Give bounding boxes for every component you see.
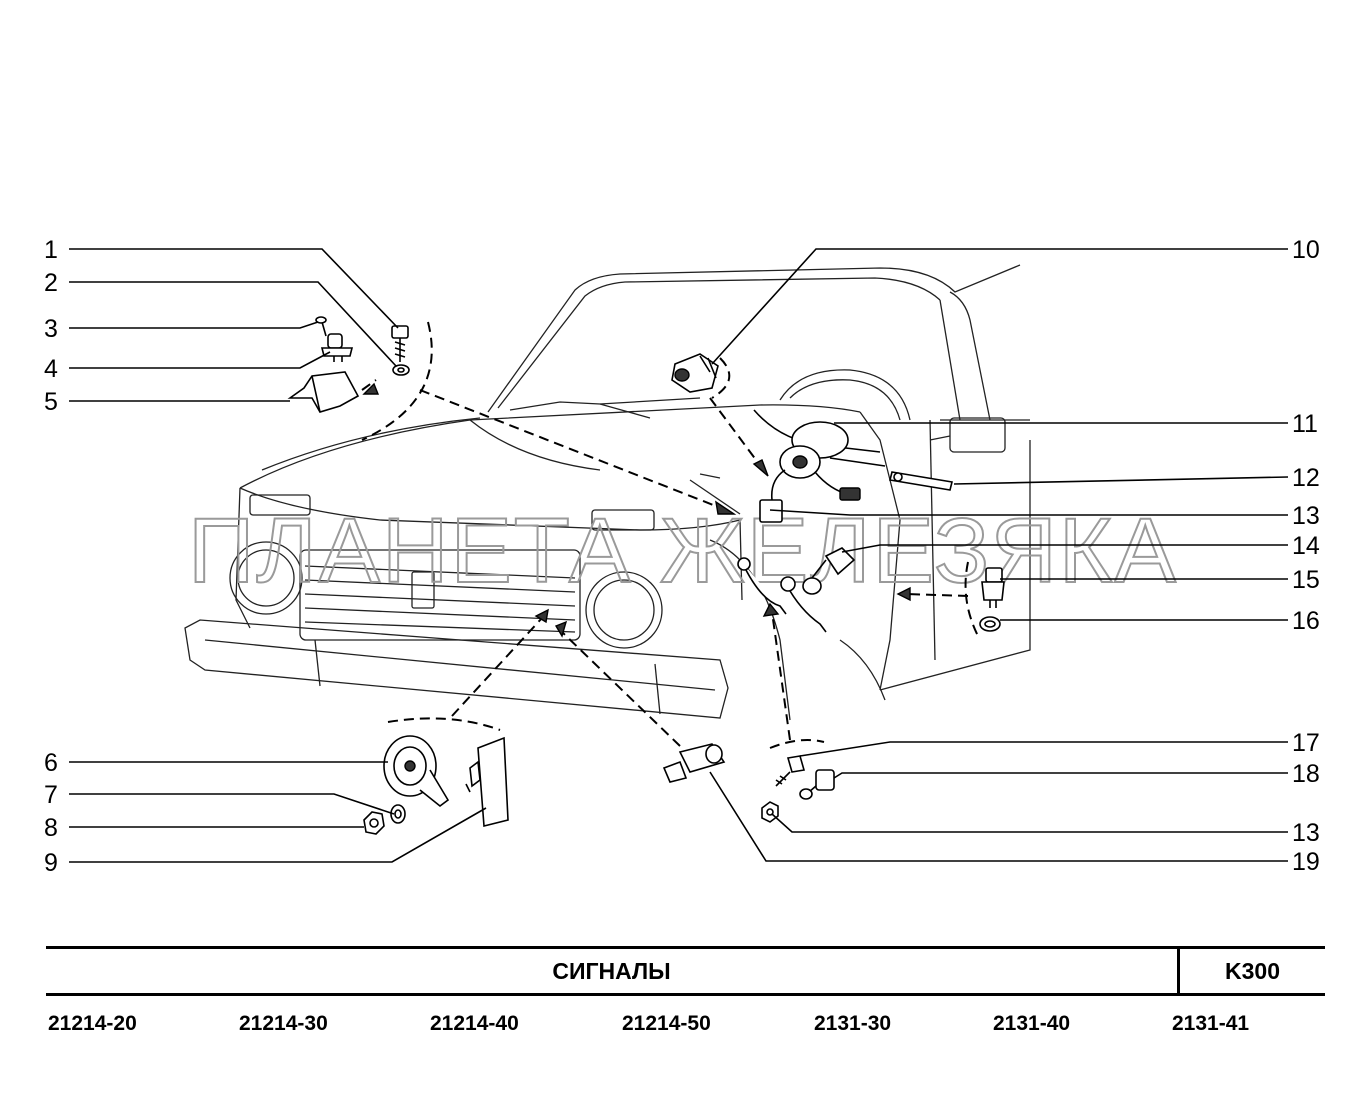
watermark: ПЛАНЕТА ЖЕЛЕЗЯКА: [188, 500, 1178, 602]
callout-15: 15: [1292, 566, 1320, 594]
wiring-harness-brackets: [737, 557, 827, 633]
part-13-nut: [761, 801, 779, 823]
callout-14: 14: [1292, 532, 1320, 560]
callout-10: 10: [1292, 236, 1320, 264]
model-item: 21214-40: [430, 1012, 519, 1035]
model-item: 21214-50: [622, 1012, 711, 1035]
part-16-seal-ring: [979, 616, 1001, 632]
assembly-indicators: [361, 321, 979, 749]
callout-13: 13: [1292, 502, 1320, 530]
part-7-washer: [390, 804, 406, 824]
part-9-horn-bracket: [465, 736, 509, 828]
part-4-door-switch: [320, 333, 354, 362]
model-item: 21214-30: [239, 1012, 328, 1035]
part-8-nut: [363, 811, 385, 835]
part-18-switch: [799, 769, 835, 800]
part-17-sensor: [775, 755, 806, 787]
callout-8: 8: [44, 814, 58, 842]
model-list: 21214-20 21214-30 21214-40 21214-50 2131…: [46, 1012, 1325, 1048]
callout-12: 12: [1292, 464, 1320, 492]
callout-13-second: 13: [1292, 819, 1320, 847]
callout-19: 19: [1292, 848, 1320, 876]
model-item: 2131-41: [1172, 1012, 1250, 1035]
part-15-pressure-switch: [981, 567, 1005, 608]
part-6-horn: [383, 735, 450, 808]
assembly-arrowheads: [362, 382, 911, 638]
parts-diagram: ПЛАНЕТА ЖЕЛЕЗЯКА: [44, 236, 1320, 877]
callout-11: 11: [1292, 410, 1318, 438]
part-14-sensor: [802, 547, 856, 595]
section-title: СИГНАЛЫ: [46, 949, 1180, 993]
callout-4: 4: [44, 355, 58, 383]
leader-lines: [69, 248, 1289, 863]
part-11-steering-column-switch: [753, 409, 886, 523]
callout-labels: 1 2 3 4 5 6 7 8 9 10 11 12 13 14 15 16 1…: [44, 236, 1320, 877]
callout-17: 17: [1292, 729, 1320, 757]
section-code: K300: [1225, 957, 1280, 984]
callout-16: 16: [1292, 607, 1320, 635]
part-12-lever: [889, 471, 953, 491]
callout-6: 6: [44, 749, 58, 777]
callout-2: 2: [44, 269, 58, 297]
title-block: СИГНАЛЫ K300: [46, 946, 1325, 996]
car-illustration: [184, 264, 1031, 721]
callout-1: 1: [44, 236, 58, 264]
model-item: 21214-20: [48, 1012, 137, 1035]
callout-3: 3: [44, 315, 58, 343]
part-19-sensor: [662, 743, 726, 783]
model-item: 2131-40: [993, 1012, 1071, 1035]
callout-9: 9: [44, 849, 58, 877]
callout-18: 18: [1292, 760, 1320, 788]
callout-5: 5: [44, 388, 58, 416]
part-3-screw: [315, 316, 327, 337]
part-10-connector: [671, 353, 719, 393]
part-2-washer: [392, 364, 410, 376]
model-item: 2131-30: [814, 1012, 892, 1035]
part-1-nut: [391, 325, 409, 362]
callout-7: 7: [44, 781, 58, 809]
part-5-bracket: [287, 371, 360, 413]
